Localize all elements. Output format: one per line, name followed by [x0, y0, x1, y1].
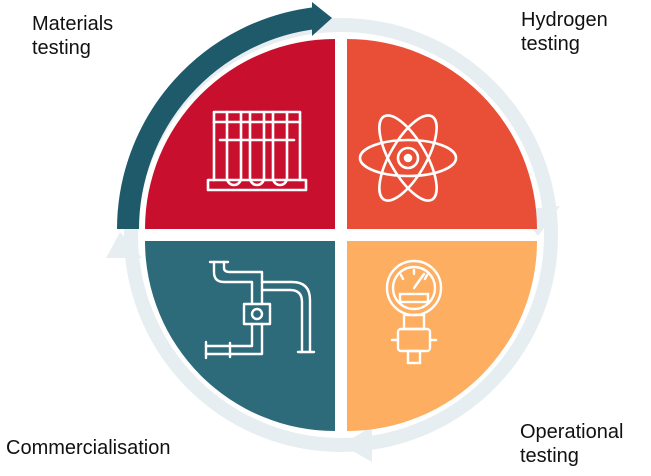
- pressure-gauge-icon: [385, 259, 443, 365]
- label-materials-testing: Materials testing: [32, 13, 114, 59]
- label-commercialisation: Commercialisation: [6, 437, 171, 459]
- test-tubes-icon: [206, 110, 308, 192]
- outer-ring-track: [124, 18, 558, 452]
- label-operational-testing: Operational testing: [520, 421, 624, 467]
- quadrant-hydrogen: [347, 39, 537, 229]
- ring-arrowhead-bottom: [342, 426, 372, 462]
- quadrant-operational: [347, 241, 537, 431]
- active-arc-arrowhead: [312, 2, 332, 36]
- active-arc: [117, 7, 318, 230]
- label-hydrogen-testing: Hydrogen testing: [521, 9, 608, 55]
- ring-arrowhead-left: [106, 232, 142, 258]
- quadrant-commercialisation: [145, 241, 335, 431]
- atom-icon: [358, 114, 458, 202]
- pipeline-icon: [204, 260, 316, 360]
